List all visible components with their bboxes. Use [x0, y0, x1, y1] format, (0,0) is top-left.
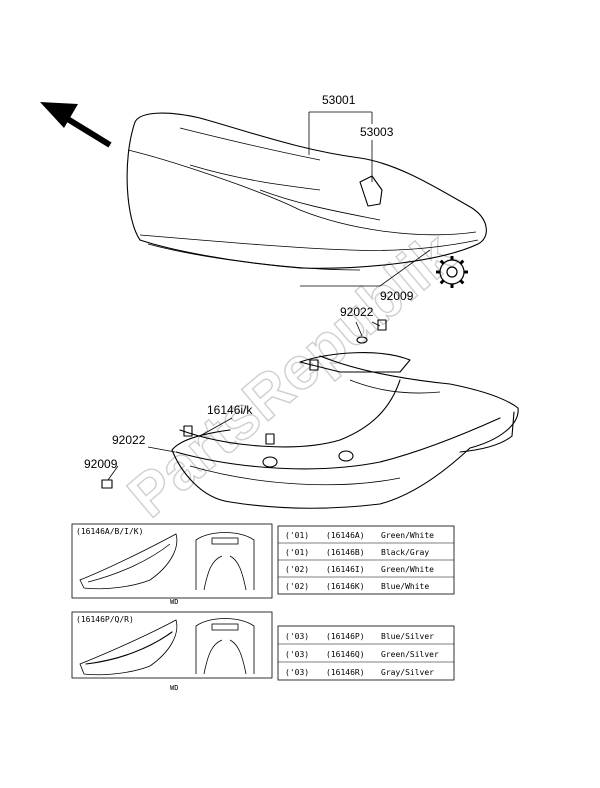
bolt-top	[355, 319, 387, 344]
variant-box-1: (16146A/B/I/K) WD	[71, 523, 273, 606]
callout-53001: 53001	[322, 93, 356, 107]
callout-92022-top: 92022	[340, 305, 374, 319]
table-row: ('03) (16146R) Gray/Silver	[285, 668, 434, 677]
row-code: ('03)	[285, 632, 309, 641]
row-part: (16146B)	[326, 548, 365, 557]
table-row: ('02) (16146I) Green/White	[285, 565, 434, 574]
row-color: Green/White	[381, 531, 434, 540]
gear-icon	[436, 256, 468, 288]
table-row: ('01) (16146A) Green/White	[285, 531, 434, 540]
callout-92009-left: 92009	[84, 457, 118, 471]
row-color: Green/White	[381, 565, 434, 574]
variant-box-2-title: (16146P/Q/R)	[76, 615, 134, 624]
row-part: (16146R)	[326, 668, 365, 677]
color-table-1: ('01) (16146A) Green/White ('01) (16146B…	[277, 525, 455, 595]
table-row: ('02) (16146K) Blue/White	[285, 582, 429, 591]
callout-53003: 53003	[360, 125, 394, 139]
row-code: ('03)	[285, 650, 309, 659]
variant-box-2: (16146P/Q/R) WD	[71, 611, 273, 692]
row-part: (16146I)	[326, 565, 365, 574]
row-part: (16146A)	[326, 531, 365, 540]
front-direction-arrow-icon	[40, 102, 112, 148]
row-color: Blue/Silver	[381, 632, 434, 641]
row-code: ('02)	[285, 582, 309, 591]
variant-box-1-title: (16146A/B/I/K)	[76, 527, 143, 536]
variant-box-1-caption: WD	[170, 598, 178, 606]
row-code: ('02)	[285, 565, 309, 574]
row-color: Black/Gray	[381, 548, 429, 557]
row-color: Gray/Silver	[381, 668, 434, 677]
table-row: ('03) (16146P) Blue/Silver	[285, 632, 434, 641]
row-code: ('03)	[285, 668, 309, 677]
variant-box-2-caption: WD	[170, 684, 178, 692]
color-table-2: ('03) (16146P) Blue/Silver ('03) (16146Q…	[277, 625, 455, 681]
row-code: ('01)	[285, 548, 309, 557]
row-part: (16146K)	[326, 582, 365, 591]
side-cover-drawing	[171, 352, 519, 509]
row-color: Green/Silver	[381, 650, 439, 659]
table-row: ('01) (16146B) Black/Gray	[285, 548, 429, 557]
row-color: Blue/White	[381, 582, 429, 591]
seat-leaders	[300, 111, 431, 287]
row-part: (16146P)	[326, 632, 365, 641]
seat-drawing	[126, 112, 487, 271]
callout-92022-left: 92022	[112, 433, 146, 447]
callout-92009-top: 92009	[380, 289, 414, 303]
row-code: ('01)	[285, 531, 309, 540]
table-row: ('03) (16146Q) Green/Silver	[285, 650, 439, 659]
side-cover-leaders	[101, 417, 233, 489]
row-part: (16146Q)	[326, 650, 365, 659]
callout-16146-ik: 16146i/k	[207, 403, 253, 417]
